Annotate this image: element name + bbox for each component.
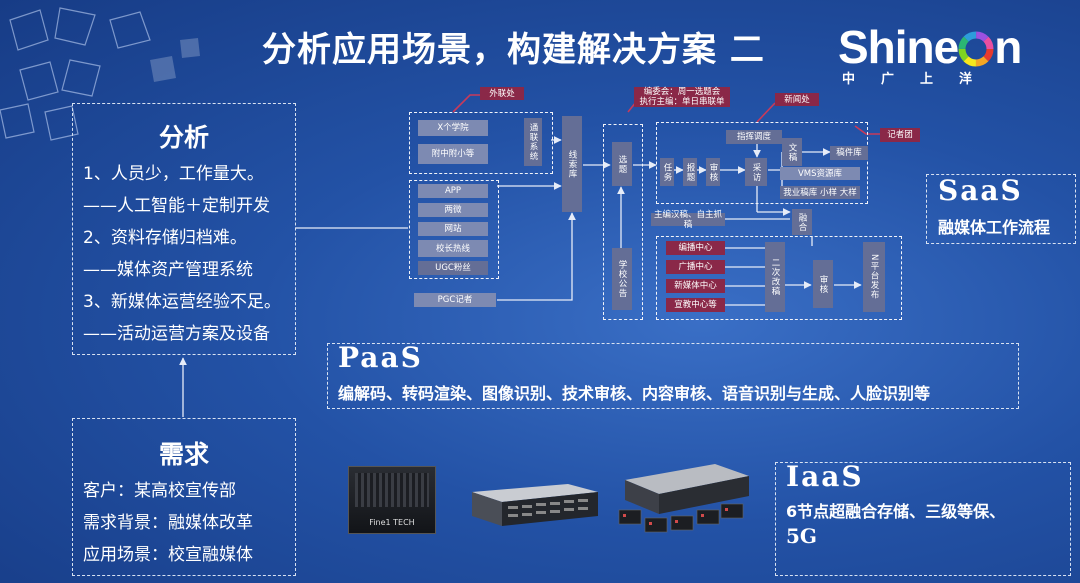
topic-group [603, 124, 643, 320]
publish-group [656, 236, 902, 320]
pgc-reporter: PGC记者 [414, 293, 496, 307]
external-office-tag: 外联处 [480, 87, 524, 100]
demand-heading: 需求 [158, 440, 209, 469]
center-editorial: 编播中心 [666, 241, 725, 255]
source-ugc-fans: UGC粉丝 [418, 261, 488, 275]
demand-panel: 需求 客户：某高校宣传部 需求背景：融媒体改革 应用场景：校宣融媒体 [72, 418, 296, 576]
draft: 文稿 [782, 138, 802, 166]
second-review: 审核 [813, 260, 833, 308]
iaas-box [775, 462, 1071, 576]
center-new-media: 新媒体中心 [666, 279, 725, 293]
iaas-desc-line2: 5G [786, 524, 817, 548]
reporter-group-tag: 记者团 [880, 128, 920, 142]
analysis-heading: 分析 [158, 123, 209, 152]
server-multi-node [618, 464, 749, 533]
source-weibo-wechat: 两微 [418, 203, 488, 217]
source-affiliated-schools: 附中附小等 [418, 144, 488, 164]
second-edit: 二次改稿 [765, 242, 785, 312]
server-brand: Fine1 TECH [369, 518, 415, 527]
topic-selection: 选题 [612, 142, 632, 186]
page-title: 分析应用场景，构建解决方案 二 [262, 30, 765, 70]
chain-task: 任务 [660, 158, 674, 186]
shineon-logo: Shine n 中广上洋 [838, 20, 1022, 87]
clue-library: 线索库 [562, 116, 582, 212]
analysis-panel: 分析 1、人员少，工作量大。 ——人工智能＋定制开发 2、资料存储归档难。 ——… [72, 103, 296, 355]
aggregation-system: 通联系统 [524, 118, 542, 166]
logo-wordmark-end: n [994, 21, 1022, 73]
analysis-line: 2、资料存储归档难。 [83, 228, 247, 248]
saas-name: SaaS [938, 174, 1023, 207]
n-platform-publish: N平台发布 [863, 242, 885, 312]
chief-editor-selection: 主编汉稿、自主抓稿 [651, 210, 725, 230]
paas-box [327, 343, 1019, 409]
paas-name: PaaS [338, 341, 423, 374]
source-app: APP [418, 184, 488, 198]
analysis-line: ——媒体资产管理系统 [83, 260, 253, 280]
analysis-line: ——人工智能＋定制开发 [83, 196, 270, 216]
analysis-line: 3、新媒体运营经验不足。 [83, 292, 281, 312]
logo-chinese-name: 中广上洋 [842, 72, 999, 87]
source-website: 网站 [418, 222, 488, 236]
iaas-name: IaaS [786, 460, 864, 493]
iaas-desc-line1: 6节点超融合存储、三级等保、 [786, 502, 1006, 521]
demand-line: 客户：某高校宣传部 [83, 481, 236, 501]
logo-wordmark-start: Shine [838, 21, 959, 73]
center-education: 宣教中心等 [666, 298, 725, 312]
school-notice: 学校公告 [612, 248, 632, 310]
decorative-pattern [0, 7, 200, 141]
collection-group [656, 122, 868, 204]
server-rack-tower: Fine1 TECH [348, 466, 436, 534]
server-storage-unit [472, 484, 598, 526]
sources-top-group [409, 112, 553, 174]
source-president-hotline: 校长热线 [418, 240, 488, 257]
vms-library: VMS资源库 [780, 167, 860, 180]
editorial-committee-tag: 编委会：周一选题会 执行主编：单日串联单 [634, 87, 730, 107]
converge-node: 融合 [792, 209, 812, 235]
saas-box [926, 174, 1076, 244]
editorial-line-1: 编委会：周一选题会 [643, 87, 721, 97]
chain-interview: 采访 [745, 158, 767, 186]
analysis-line: 1、人员少，工作量大。 [83, 164, 264, 184]
editorial-line-2: 执行主编：单日串联单 [639, 97, 725, 107]
saas-desc: 融媒体工作流程 [938, 218, 1051, 237]
sources-apps-group [409, 180, 499, 279]
desk-library: 我业稿库 小样 大样 [780, 186, 860, 199]
chain-review: 审核 [706, 158, 720, 186]
dispatch-command: 指挥调度 [726, 130, 782, 144]
news-office-tag: 新闻处 [775, 93, 819, 106]
paas-desc: 编解码、转码渲染、图像识别、技术审核、内容审核、语音识别与生成、人脸识别等 [338, 384, 931, 403]
demand-line: 应用场景：校宣融媒体 [83, 545, 253, 565]
analysis-line: ——活动运营方案及设备 [83, 324, 270, 344]
demand-line: 需求背景：融媒体改革 [83, 513, 253, 533]
logo-ring-icon [958, 31, 994, 67]
manuscript-library: 稿件库 [830, 146, 868, 160]
source-colleges: X个学院 [418, 120, 488, 136]
chain-report: 报题 [683, 158, 697, 186]
center-broadcast: 广播中心 [666, 260, 725, 274]
server-grille [355, 473, 429, 507]
